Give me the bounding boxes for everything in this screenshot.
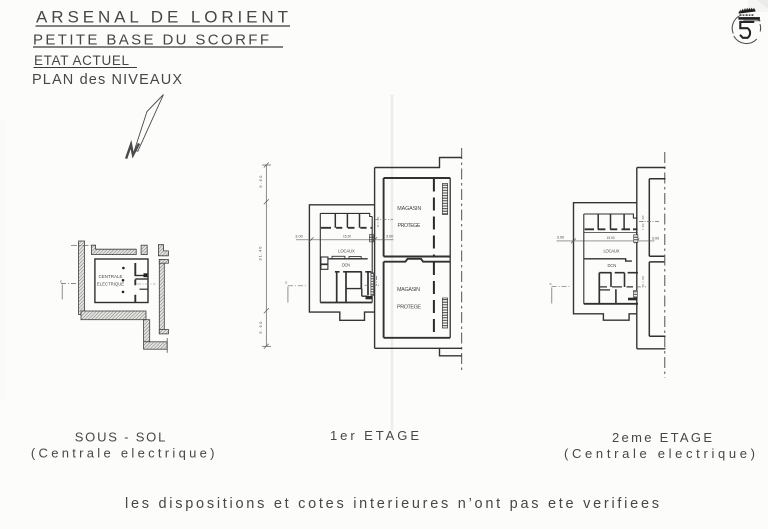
svg-text:MAGASIN: MAGASIN <box>397 287 420 293</box>
svg-text:LOCAUX: LOCAUX <box>338 249 355 254</box>
svg-text:c: c <box>285 280 287 285</box>
svg-text:3.00: 3.00 <box>652 235 660 240</box>
svg-text:15.00: 15.00 <box>607 235 616 240</box>
svg-text:c: c <box>60 279 62 284</box>
svg-text:DCN: DCN <box>608 263 617 268</box>
svg-text:ARSENAL DE LORIENT: ARSENAL DE LORIENT <box>36 8 289 27</box>
svg-text:3.00: 3.00 <box>295 233 303 238</box>
svg-text:ETAT ACTUEL: ETAT ACTUEL <box>34 53 130 68</box>
svg-text:PROTEGE: PROTEGE <box>397 304 421 310</box>
svg-text:3.00: 3.00 <box>557 234 565 239</box>
svg-text:31.40: 31.40 <box>257 246 262 261</box>
svg-text:2eme ETAGE: 2eme ETAGE <box>612 430 713 445</box>
svg-text:les dispositions et cotes inte: les dispositions et cotes interieures n’… <box>125 496 660 512</box>
svg-text:LOCAUX: LOCAUX <box>603 249 619 254</box>
svg-text:MAGASIN: MAGASIN <box>397 206 421 212</box>
svg-text:PROTEGE: PROTEGE <box>398 223 421 229</box>
svg-text:15.20: 15.20 <box>343 233 352 238</box>
svg-text:ELECTRIQUE: ELECTRIQUE <box>97 281 124 286</box>
svg-text:c: c <box>550 281 552 286</box>
svg-text:(Centrale electrique): (Centrale electrique) <box>31 445 216 460</box>
svg-text:1er ETAGE: 1er ETAGE <box>330 428 420 443</box>
svg-text:CENTRALE: CENTRALE <box>99 274 123 279</box>
svg-text:PETITE BASE DU SCORFF: PETITE BASE DU SCORFF <box>33 31 270 48</box>
svg-text:PLAN des NIVEAUX: PLAN des NIVEAUX <box>32 72 183 88</box>
svg-text:5.60: 5.60 <box>258 175 263 188</box>
svg-text:3.00: 3.00 <box>386 234 394 239</box>
svg-text:5.60: 5.60 <box>258 321 263 334</box>
svg-text:SOUS - SOL: SOUS - SOL <box>75 429 167 444</box>
svg-text:DCN: DCN <box>342 263 350 268</box>
